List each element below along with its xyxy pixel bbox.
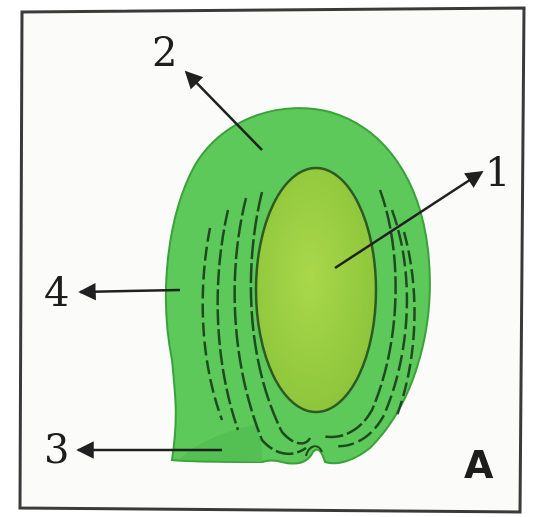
label-3: 3 — [44, 427, 69, 473]
label-4: 4 — [44, 270, 69, 316]
label-1: 1 — [485, 150, 510, 196]
nucellus-oval — [256, 168, 376, 412]
panel-label: A — [464, 443, 494, 487]
label-2: 2 — [152, 30, 177, 76]
